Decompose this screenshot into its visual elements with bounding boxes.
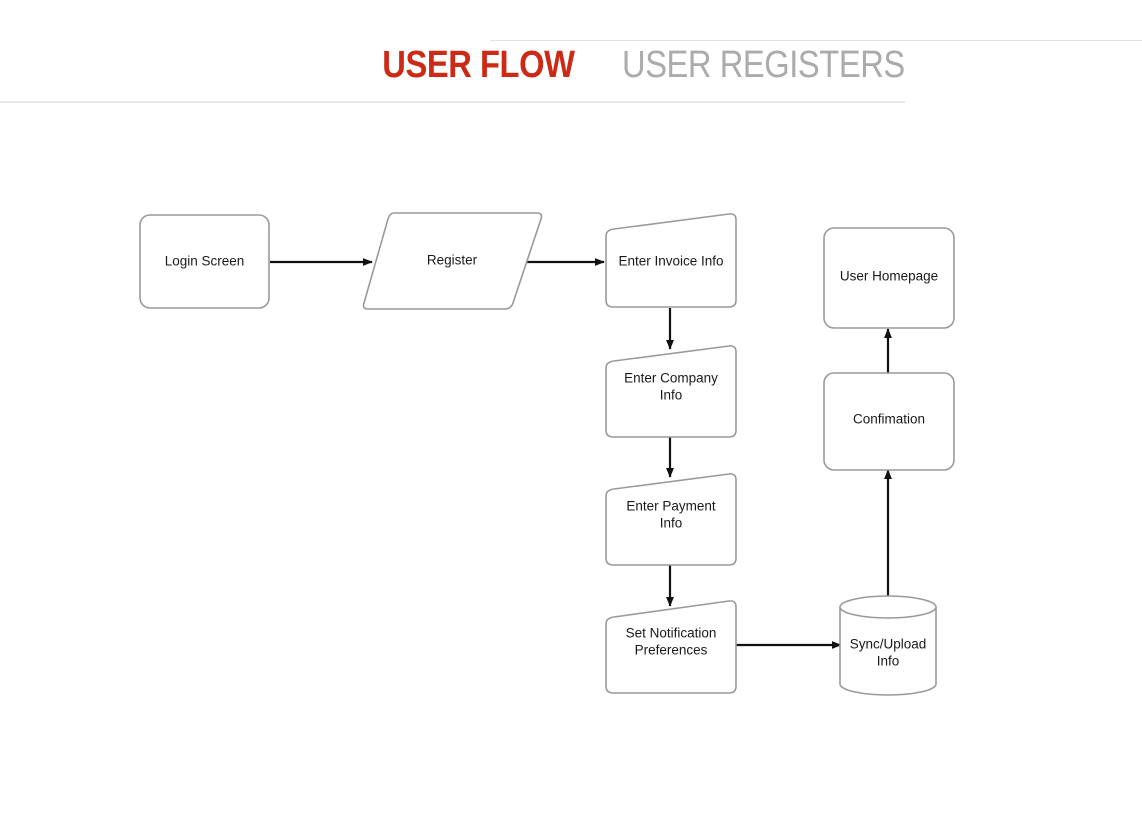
header-rule-top: [490, 40, 1142, 41]
page-title-accent: USER FLOW: [382, 44, 575, 86]
enter-payment-info-label-line2: Info: [660, 516, 683, 531]
header-rule-bottom: [0, 101, 905, 103]
register-shape: [362, 212, 543, 310]
slide-header: USER FLOW USER REGISTERS: [0, 0, 1142, 110]
set-notification-preferences-label-line1: Set Notification: [626, 626, 717, 641]
confirmation-shape: [823, 372, 955, 471]
enter-invoice-info-label: Enter Invoice Info: [618, 254, 723, 269]
node-confirmation[interactable]: Confimation: [823, 372, 955, 471]
login-screen-label: Login Screen: [165, 254, 245, 269]
sync-upload-info-label-line1: Sync/Upload: [850, 637, 927, 652]
enter-company-info-label-line2: Info: [660, 388, 683, 403]
page-title-muted: USER REGISTERS: [622, 44, 905, 86]
enter-company-info-label-line1: Enter Company: [624, 371, 718, 386]
node-sync-upload-info[interactable]: Sync/Upload Info: [839, 595, 937, 696]
enter-payment-info-shape: [605, 473, 737, 566]
node-login-screen[interactable]: Login Screen: [139, 214, 270, 309]
enter-invoice-info-shape: [605, 213, 737, 308]
set-notification-preferences-label-line2: Preferences: [635, 643, 708, 658]
node-enter-invoice-info[interactable]: Enter Invoice Info: [605, 213, 737, 308]
login-screen-shape: [139, 214, 270, 309]
enter-company-info-shape: [605, 345, 737, 438]
sync-upload-info-label-line2: Info: [877, 654, 900, 669]
page-title: USER FLOW USER REGISTERS: [0, 46, 905, 84]
user-homepage-label: User Homepage: [840, 269, 938, 284]
node-user-homepage[interactable]: User Homepage: [823, 227, 955, 329]
node-enter-company-info[interactable]: Enter Company Info: [605, 345, 737, 438]
sync-upload-info-body: [839, 606, 937, 696]
set-notification-preferences-shape: [605, 600, 737, 694]
sync-upload-info-top: [839, 595, 937, 619]
enter-payment-info-label-line1: Enter Payment: [626, 499, 716, 514]
node-set-notification-preferences[interactable]: Set Notification Preferences: [605, 600, 737, 694]
node-register[interactable]: Register: [362, 212, 543, 310]
register-label: Register: [427, 253, 478, 268]
confirmation-label: Confimation: [853, 412, 925, 427]
user-homepage-shape: [823, 227, 955, 329]
node-enter-payment-info[interactable]: Enter Payment Info: [605, 473, 737, 566]
